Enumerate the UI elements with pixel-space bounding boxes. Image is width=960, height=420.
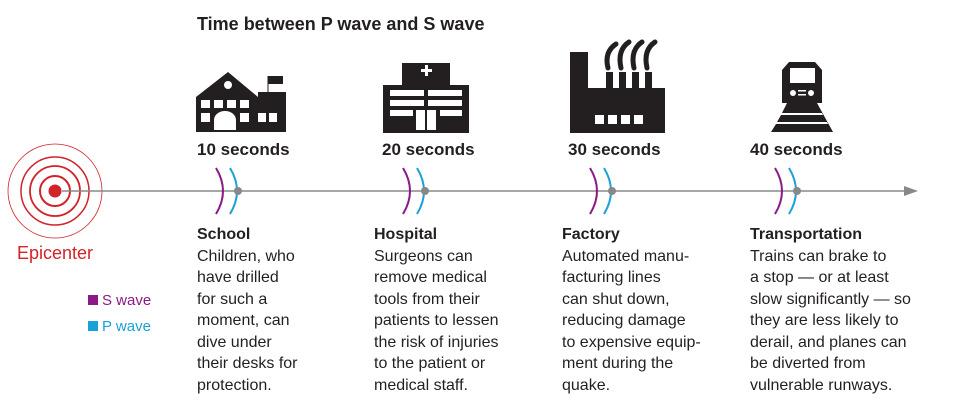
train-icon xyxy=(771,62,833,132)
timeline-axis xyxy=(62,186,918,196)
stop-heading: Factory xyxy=(562,226,620,243)
legend-p-wave: P wave xyxy=(88,318,151,335)
s-wave-arc xyxy=(774,167,783,215)
timeline-dot xyxy=(421,187,429,195)
seconds-label: 30 seconds xyxy=(568,140,661,159)
description-line: Surgeons can xyxy=(374,247,473,265)
description-line: they are less likely to xyxy=(750,312,899,329)
description-line: their desks for xyxy=(197,355,298,372)
timeline-dot xyxy=(608,187,616,195)
description-line: Children, who xyxy=(197,247,295,265)
description-line: tools from their xyxy=(374,290,480,308)
description-line: dive under xyxy=(197,333,272,351)
legend-label: S wave xyxy=(102,292,152,309)
factory-icon xyxy=(570,39,665,133)
stop-heading: Hospital xyxy=(374,226,438,243)
description-line: to the patient or xyxy=(374,355,486,372)
s-wave-arc xyxy=(402,167,411,215)
legend-s-wave: S wave xyxy=(88,292,151,309)
description-line: vulnerable runways. xyxy=(750,376,893,394)
description-line: to expensive equip- xyxy=(562,333,701,351)
legend-label: P wave xyxy=(102,318,151,335)
description-line: ment during the xyxy=(562,355,674,372)
diagram-title: Time between P wave and S wave xyxy=(197,14,485,34)
hospital-icon xyxy=(383,63,469,133)
description-line: Trains can brake to xyxy=(750,247,887,265)
description-line: moment, can xyxy=(197,312,290,329)
description-line: have drilled xyxy=(197,269,279,286)
s-wave-swatch xyxy=(88,295,98,305)
description-line: for such a xyxy=(197,290,268,308)
seconds-label: 40 seconds xyxy=(750,140,843,159)
description-line: medical staff. xyxy=(374,376,468,394)
description-line: derail, and planes can xyxy=(750,333,907,351)
timeline-dot xyxy=(234,187,242,195)
description-line: be diverted from xyxy=(750,355,866,372)
description-line: a stop — or at least xyxy=(750,269,889,286)
school-icon xyxy=(196,72,286,132)
description-line: the risk of injuries xyxy=(374,333,499,351)
seconds-label: 20 seconds xyxy=(382,140,475,159)
stop-heading: Transportation xyxy=(750,226,863,243)
seconds-label: 10 seconds xyxy=(197,140,290,159)
description-line: reducing damage xyxy=(562,312,686,329)
epicenter-label: Epicenter xyxy=(17,243,94,263)
description-line: can shut down, xyxy=(562,290,670,308)
description-line: slow significantly — so xyxy=(750,290,911,308)
s-wave-arc xyxy=(589,167,598,215)
stop-heading: School xyxy=(197,226,251,243)
p-wave-swatch xyxy=(88,321,98,331)
timeline-dot xyxy=(793,187,801,195)
description-line: remove medical xyxy=(374,269,487,286)
description-line: Automated manu- xyxy=(562,247,690,265)
description-line: quake. xyxy=(562,376,611,394)
description-line: facturing lines xyxy=(562,269,661,286)
s-wave-arc xyxy=(215,167,224,215)
description-line: patients to lessen xyxy=(374,312,499,329)
description-line: protection. xyxy=(197,376,272,394)
